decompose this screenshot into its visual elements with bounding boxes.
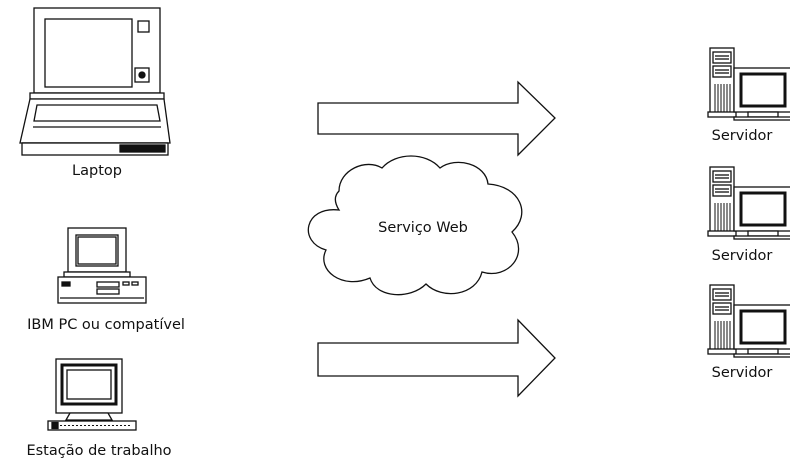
server-icon (707, 284, 790, 358)
server-label-3: Servidor (711, 365, 773, 381)
server-icon (707, 47, 790, 121)
workstation-label: Estação de trabalho (26, 443, 172, 459)
laptop-icon (19, 7, 171, 156)
arrow-upper (317, 80, 556, 157)
server-label-1: Servidor (711, 128, 773, 144)
server-label-2: Servidor (711, 248, 773, 264)
arrow-lower (317, 318, 556, 398)
desktop-pc-icon (57, 227, 147, 304)
workstation-icon (47, 358, 137, 431)
cloud-icon (307, 155, 523, 296)
laptop-label: Laptop (72, 163, 122, 179)
server-icon (707, 166, 790, 240)
ibm-pc-label: IBM PC ou compatível (27, 317, 185, 333)
cloud-label: Serviço Web (378, 220, 468, 236)
